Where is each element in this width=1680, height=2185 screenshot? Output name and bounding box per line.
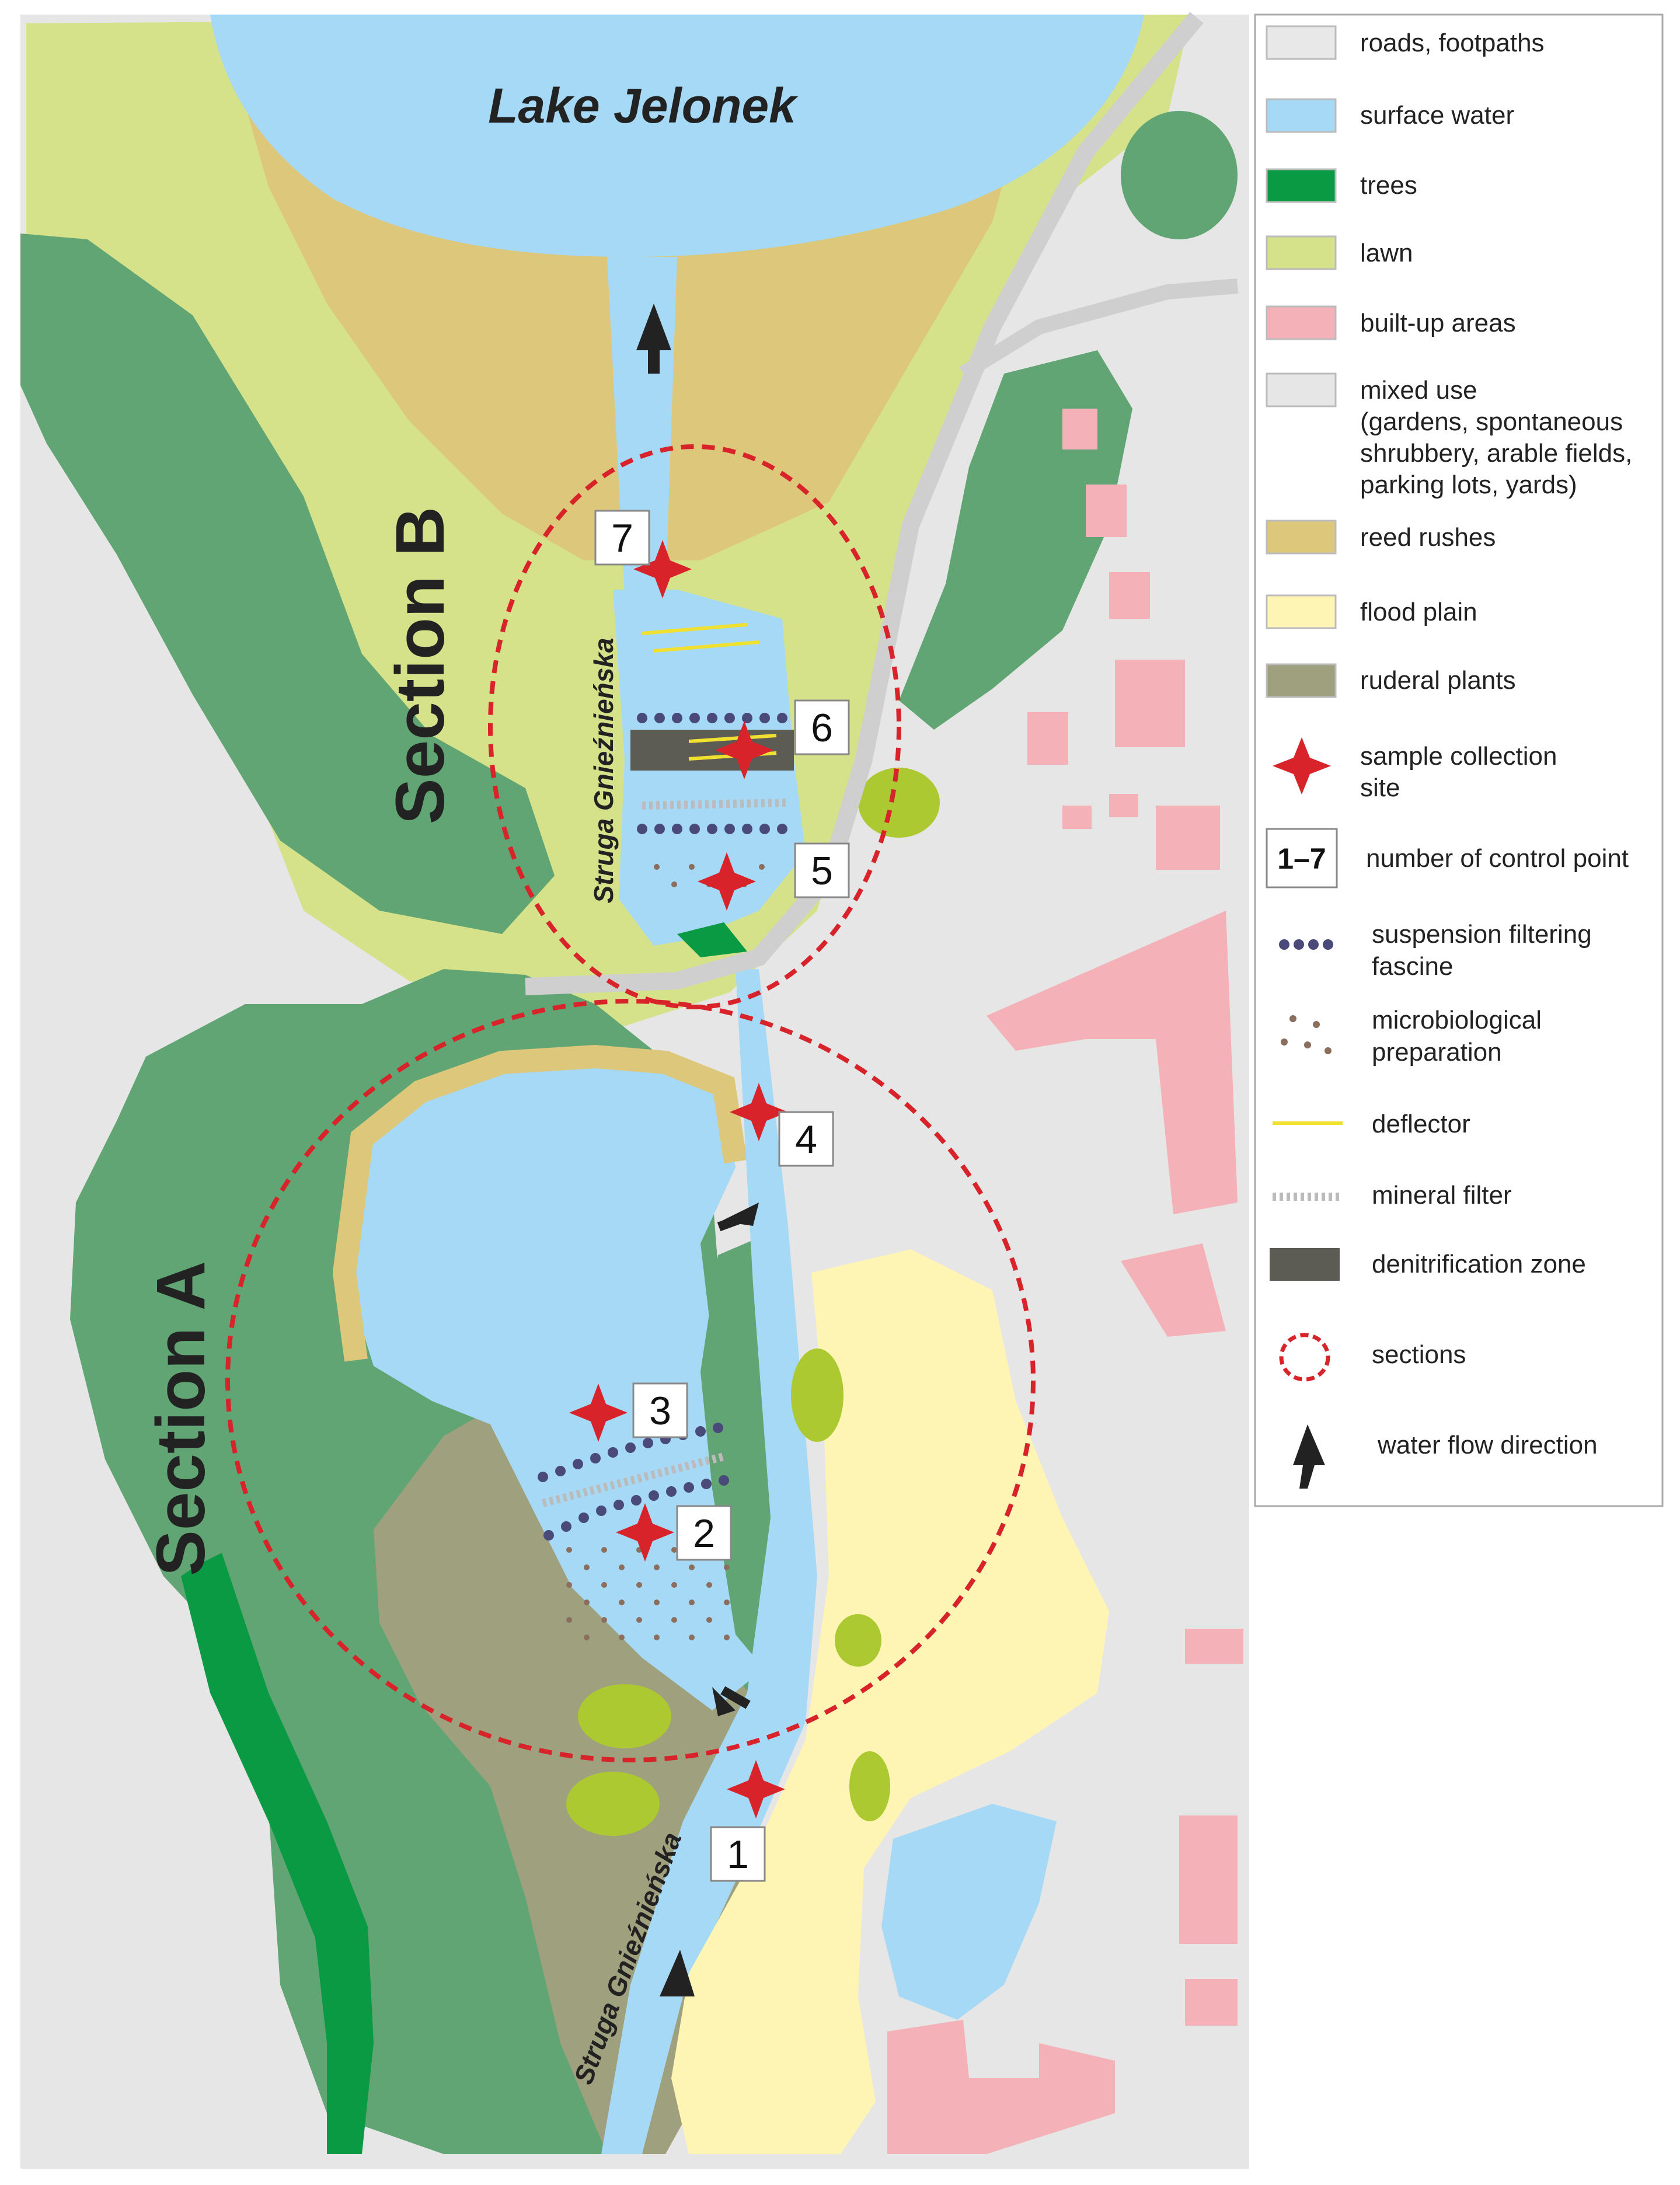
control-point-6: 6 [811,706,833,750]
legend-label-sample-line-2: site [1360,773,1400,802]
stream-label-upper: Struga Gnieźnieńska [588,637,619,903]
legend-label-ruderal: ruderal plants [1360,666,1516,695]
mineral-filter-b [642,799,789,810]
legend-label-mixed-line-3: shrubbery, arable fields, [1360,439,1632,468]
section-a-circle [225,999,1036,1762]
sample-site-7 [633,540,692,598]
legend-label-number: number of control point [1366,844,1629,873]
section-b-circle [488,444,901,1009]
legend-label-sections: sections [1372,1340,1466,1369]
microbiological-preparation-a [560,1547,736,1652]
control-point-1: 1 [727,1832,749,1877]
legend-label-microbio: microbiological [1372,1006,1542,1034]
sample-site-3 [569,1384,628,1442]
section-b-label: Section B [382,507,459,824]
legend-label-denit: denitrification zone [1372,1250,1586,1278]
legend-swatch-roads [1266,25,1337,60]
legend-label-deflector: deflector [1372,1110,1470,1138]
road-east [525,12,1204,995]
legend-symbol-fascine [1279,939,1333,950]
legend-symbol-number-box [1266,828,1338,888]
stream-south [601,969,817,2154]
legend-swatch-water [1266,98,1337,133]
legend-label-mixed-line-4: parking lots, yards) [1360,471,1577,499]
control-points: 7 6 5 4 3 2 1 [594,510,850,1882]
control-point-3: 3 [649,1389,671,1433]
fascine-rows-b [637,713,787,834]
lake-jelonek [210,15,1144,257]
fascine-rows-a [538,1423,729,1541]
control-point-5: 5 [811,849,833,893]
pond-east [881,1804,1057,2020]
sample-site-1 [727,1760,785,1818]
sample-site-4 [730,1083,788,1141]
legend-swatch-trees [1266,168,1337,203]
legend-symbol-sample-star [1273,737,1331,794]
legend-label-microbio-line-2: preparation [1372,1038,1502,1067]
legend: roads, footpaths surface water trees law… [1254,13,1664,1507]
tree-patch-b [677,922,747,957]
forest-patch-northeast [1121,111,1238,239]
legend-swatch-built [1266,305,1337,340]
bush-3 [578,1684,671,1748]
lake-label: Lake Jelonek [488,78,799,133]
control-point-7: 7 [611,516,633,560]
legend-label-water: surface water [1360,101,1514,130]
bush-6 [849,1751,890,1821]
legend-label-trees: trees [1360,171,1417,200]
sample-sites [569,540,788,1818]
flow-arrows [636,304,759,1996]
built-up-areas [887,409,1243,2154]
legend-symbol-flow-arrow [1293,1424,1325,1489]
legend-swatch-lawn [1266,235,1337,270]
reed-band-pond-a [332,1044,747,1362]
control-point-2: 2 [693,1511,715,1556]
legend-label-flow: water flow direction [1377,1431,1598,1459]
bush-1 [858,768,940,838]
legend-label-reed: reed rushes [1360,523,1496,552]
legend-label-mixed: mixed use [1360,376,1477,405]
control-point-4: 4 [795,1117,817,1162]
sample-site-5 [698,852,756,911]
legend-swatch-ruderal [1266,663,1337,698]
road-east-branch [959,278,1239,381]
mineral-filter-a [542,1452,725,1507]
tree-strip-west [181,1553,374,2154]
legend-swatch-mixed [1266,372,1337,407]
legend-label-mixed-line-2: (gardens, spontaneous [1360,407,1623,436]
legend-swatch-reed [1266,520,1337,555]
legend-label-fascine: suspension filtering [1372,920,1592,949]
bush-5 [835,1614,881,1667]
sample-site-2 [616,1503,674,1562]
legend-swatch-flood [1266,594,1337,629]
legend-symbol-microbio [1281,1015,1332,1054]
bush-2 [791,1348,844,1442]
legend-label-flood: flood plain [1360,598,1477,626]
legend-label-lawn: lawn [1360,239,1413,267]
sample-site-6 [715,721,773,779]
bush-4 [566,1772,660,1836]
legend-label-roads: roads, footpaths [1360,29,1545,57]
legend-swatch-denit [1270,1248,1340,1281]
forest-west-north [20,234,555,934]
legend-label-fascine-line-2: fascine [1372,952,1453,981]
legend-label-mineral: mineral filter [1372,1181,1512,1210]
legend-symbol-number: 1–7 [1277,842,1326,875]
section-a-label: Section A [142,1261,219,1576]
flood-plain [671,1249,1109,2154]
legend-label-built: built-up areas [1360,309,1516,337]
legend-label-sample: sample collection [1360,742,1557,771]
legend-symbol-sections [1279,1333,1330,1382]
